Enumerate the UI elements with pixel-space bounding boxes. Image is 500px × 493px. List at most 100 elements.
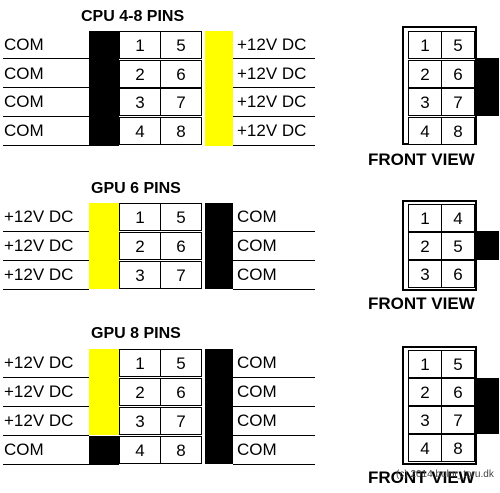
cpu-front-pin: 6 (441, 60, 475, 88)
cpu-left-label: COM (4, 35, 44, 54)
cpu-right-label: +12V DC (237, 64, 307, 83)
gpu8-left-label: +12V DC (4, 353, 74, 372)
gpu6-front-pin: 3 (408, 260, 442, 288)
row-line (233, 145, 315, 146)
gpu8-title: GPU 8 PINS (91, 325, 181, 342)
v12-wire-strip (89, 203, 119, 289)
gpu8-front-pin: 2 (408, 378, 442, 406)
gpu8-front-pin: 6 (441, 378, 475, 406)
cpu-title: CPU 4-8 PINS (81, 8, 185, 25)
gpu6-front-view-connector (402, 200, 477, 291)
cpu-pin: 4 (119, 117, 161, 145)
com-wire-strip (205, 203, 233, 289)
latch-tab (477, 231, 499, 260)
row-line (3, 377, 89, 378)
latch-tab (477, 58, 499, 116)
gpu6-front-view-label: FRONT VIEW (368, 294, 475, 313)
row-line (233, 406, 315, 407)
gpu6-left-label: +12V DC (4, 265, 74, 284)
gpu6-left-label: +12V DC (4, 207, 74, 226)
gpu8-right-label: COM (237, 353, 277, 372)
gpu6-front-pin: 2 (408, 232, 442, 260)
cpu-front-pin: 7 (441, 88, 475, 116)
gpu8-pin: 6 (160, 378, 202, 406)
cpu-front-pin: 2 (408, 60, 442, 88)
row-line (233, 231, 315, 232)
gpu6-right-label: COM (237, 265, 277, 284)
gpu8-right-label: COM (237, 382, 277, 401)
cpu-pin: 8 (160, 117, 202, 145)
gpu8-left-label: +12V DC (4, 411, 74, 430)
row-line (3, 58, 89, 59)
gpu8-pin: 4 (119, 436, 161, 464)
gpu8-right-label: COM (237, 411, 277, 430)
gpu8-pin: 3 (119, 407, 161, 435)
row-line (3, 406, 89, 407)
gpu6-pin: 3 (119, 261, 161, 289)
gpu8-left-label: COM (4, 440, 44, 459)
row-line (233, 464, 315, 465)
gpu8-front-pin: 4 (408, 434, 442, 462)
gpu6-title: GPU 6 PINS (91, 180, 181, 197)
gpu8-pin: 2 (119, 378, 161, 406)
cpu-front-pin: 4 (408, 117, 442, 145)
gpu6-front-pin: 6 (441, 260, 475, 288)
cpu-left-label: COM (4, 121, 44, 140)
cpu-left-label: COM (4, 64, 44, 83)
cpu-pin: 2 (119, 60, 161, 88)
row-line (3, 231, 89, 232)
v12-wire-strip (89, 349, 119, 435)
gpu8-right-label: COM (237, 440, 277, 459)
com-wire-strip (89, 31, 119, 146)
gpu8-front-pin: 5 (441, 350, 475, 378)
row-line (233, 289, 315, 290)
gpu8-pin: 7 (160, 407, 202, 435)
row-line (3, 260, 89, 261)
gpu8-front-view-connector (402, 346, 477, 465)
cpu-pin: 1 (119, 31, 161, 59)
v12-wire-strip (205, 31, 233, 146)
gpu6-right-label: COM (237, 207, 277, 226)
gpu6-front-pin: 1 (408, 204, 442, 232)
cpu-pin: 5 (160, 31, 202, 59)
row-line (233, 116, 315, 117)
row-line (3, 87, 89, 88)
cpu-front-view-label: FRONT VIEW (368, 150, 475, 169)
gpu6-pin: 6 (160, 232, 202, 260)
gpu6-pin: 1 (119, 203, 161, 231)
cpu-right-label: +12V DC (237, 121, 307, 140)
copyright-text: (c) 2014 bolor_toru.dk (396, 469, 494, 480)
row-line (3, 145, 89, 146)
gpu6-front-pin: 5 (441, 232, 475, 260)
cpu-right-label: +12V DC (237, 92, 307, 111)
com-wire-strip (89, 436, 119, 465)
gpu6-pin: 7 (160, 261, 202, 289)
gpu8-front-pin: 7 (441, 406, 475, 434)
cpu-front-pin: 3 (408, 88, 442, 116)
row-line (233, 58, 315, 59)
cpu-left-label: COM (4, 92, 44, 111)
gpu6-pin: 2 (119, 232, 161, 260)
gpu8-front-pin: 1 (408, 350, 442, 378)
gpu8-pin: 5 (160, 349, 202, 377)
row-line (233, 87, 315, 88)
row-line (233, 260, 315, 261)
cpu-pin: 3 (119, 88, 161, 116)
gpu6-front-pin: 4 (441, 204, 475, 232)
gpu8-front-pin: 8 (441, 434, 475, 462)
gpu8-pin: 8 (160, 436, 202, 464)
com-wire-strip (205, 349, 233, 464)
cpu-front-pin: 1 (408, 31, 442, 59)
gpu8-pin: 1 (119, 349, 161, 377)
cpu-front-pin: 5 (441, 31, 475, 59)
row-line (3, 464, 89, 465)
row-line (3, 116, 89, 117)
row-line (3, 435, 89, 436)
cpu-pin: 7 (160, 88, 202, 116)
cpu-front-pin: 8 (441, 117, 475, 145)
latch-tab (477, 378, 499, 434)
gpu8-front-view-label: FRONT VIEW (368, 468, 475, 487)
cpu-pin: 6 (160, 60, 202, 88)
gpu8-front-pin: 3 (408, 406, 442, 434)
gpu6-left-label: +12V DC (4, 236, 74, 255)
